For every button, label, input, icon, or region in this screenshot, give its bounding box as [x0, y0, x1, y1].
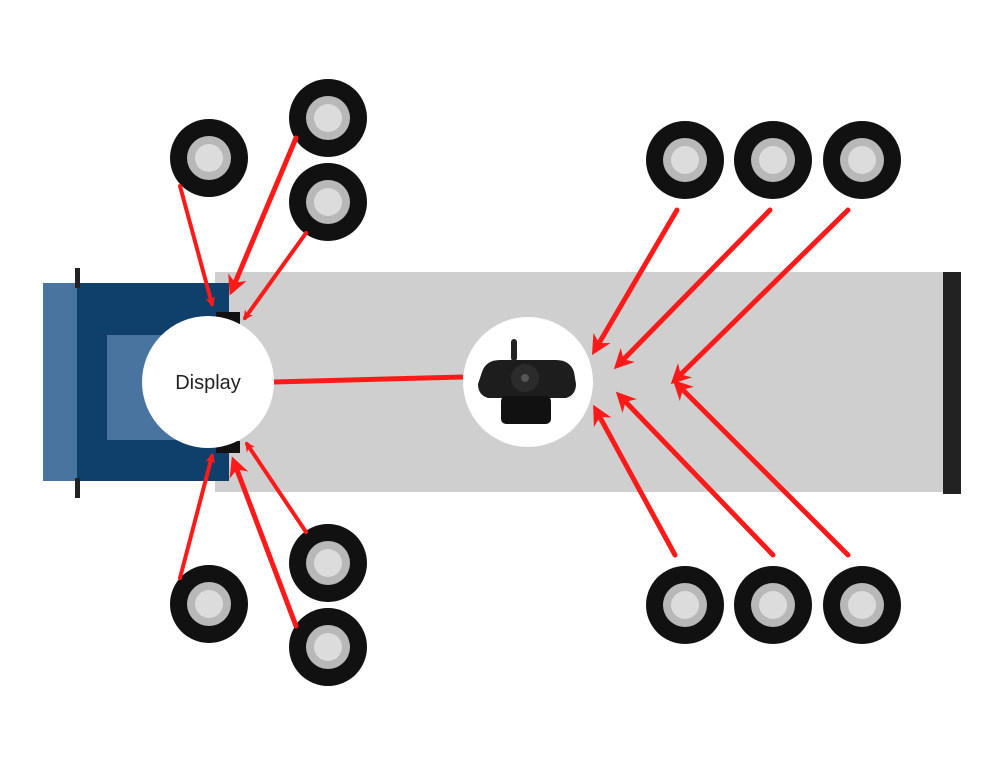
trailer-rear-bumper	[943, 272, 961, 494]
display-unit	[142, 316, 274, 448]
tire-rear-top-1	[646, 121, 724, 199]
cab-side-panel	[43, 283, 81, 481]
tires	[170, 79, 901, 686]
arrow-front-bottom-upper	[245, 441, 308, 534]
arrow-rear-top-2	[613, 207, 773, 370]
tire-rear-bottom-1	[646, 566, 724, 644]
tire-rear-top-2	[734, 121, 812, 199]
tire-rear-bottom-2	[734, 566, 812, 644]
arrows	[178, 135, 851, 629]
display-label: Display	[175, 372, 241, 394]
arrow-front-top-left	[178, 184, 215, 307]
arrow-rear-bottom-2	[615, 391, 776, 558]
link-display-receiver	[273, 374, 464, 385]
tire-rear-top-3	[823, 121, 901, 199]
tire-front-bottom-left	[170, 565, 248, 643]
tire-front-top-upper	[289, 79, 367, 157]
arrow-front-top-lower	[243, 231, 308, 321]
arrow-front-top-upper	[228, 135, 299, 296]
mirror-bottom	[75, 478, 80, 498]
tire-rear-bottom-3	[823, 566, 901, 644]
tire-front-bottom-lower	[289, 608, 367, 686]
tire-front-top-left	[170, 119, 248, 197]
arrow-rear-top-1	[591, 207, 680, 356]
arrow-front-bottom-left	[178, 453, 216, 580]
wireless-receiver-icon	[478, 339, 576, 424]
mirror-top	[75, 268, 80, 288]
arrow-rear-bottom-3	[672, 379, 851, 558]
arrow-front-bottom-lower	[229, 456, 299, 629]
arrow-rear-top-3	[670, 207, 851, 385]
arrow-rear-bottom-1	[593, 404, 678, 558]
tire-front-bottom-upper	[289, 524, 367, 602]
tire-front-top-lower	[289, 163, 367, 241]
